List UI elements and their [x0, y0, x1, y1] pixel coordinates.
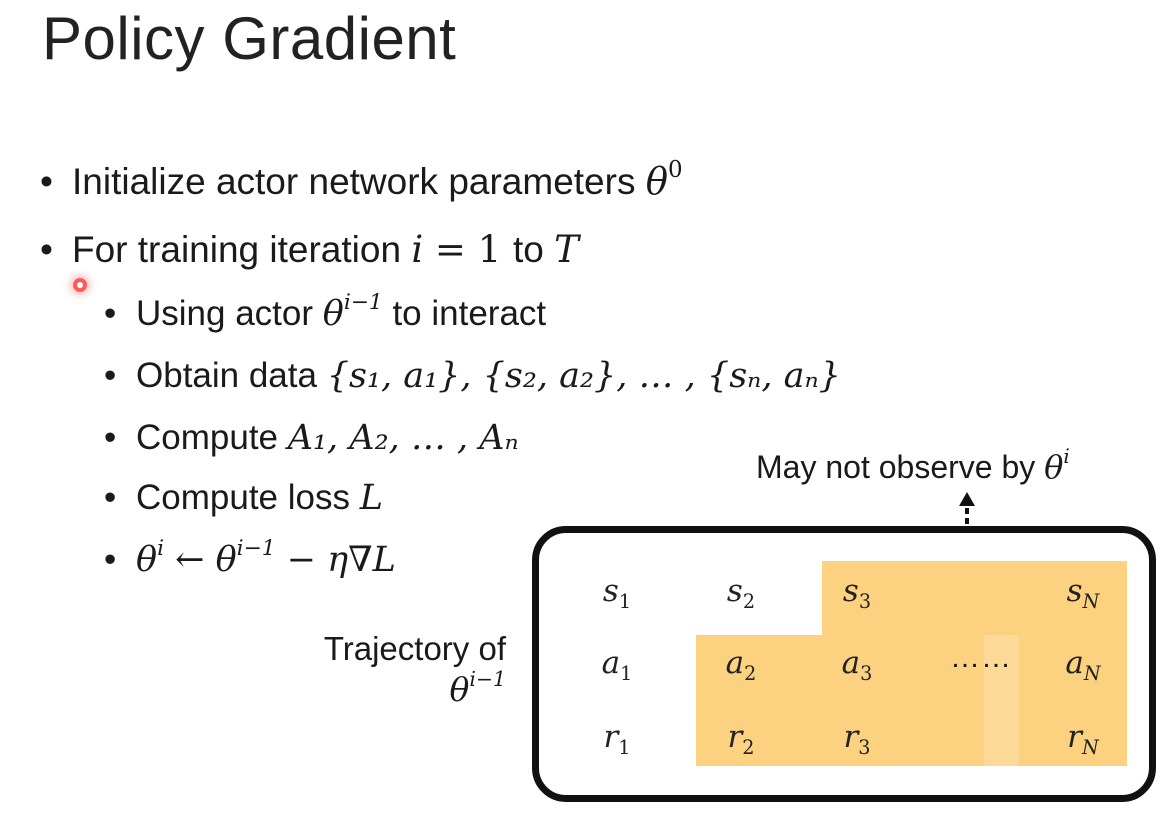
bullet-marker: • [104, 418, 117, 457]
iteration-variable: i [411, 228, 424, 271]
cell-variable: r [727, 719, 743, 755]
trajectory-cell-s3: s3 [802, 573, 912, 611]
slide-title: Policy Gradient [42, 5, 457, 72]
bullet-marker: • [104, 540, 117, 579]
loss-symbol: L [359, 478, 383, 518]
cell-subscript: N [1082, 735, 1099, 759]
shade-highlight [984, 635, 1019, 766]
sub-bullet-text: Obtain data [136, 356, 327, 395]
cell-subscript: 1 [618, 589, 632, 613]
sub-bullet-update-rule: •θi ← θi−1 − η∇L [104, 537, 396, 580]
cell-variable: s [1066, 573, 1083, 609]
theta-symbol: θ [449, 670, 470, 710]
iteration-equals: = 1 [423, 228, 513, 271]
cell-subscript: 2 [744, 661, 757, 685]
gradient-step: − η∇L [275, 540, 396, 580]
cell-variable: a [601, 645, 621, 681]
trajectory-cell-r3: r3 [802, 719, 912, 757]
note-text: May not observe by [756, 449, 1045, 485]
sub-bullet-compute-advantage: • Compute A₁, A₂, … , Aₙ [104, 418, 519, 458]
theta-superscript: i−1 [343, 289, 383, 315]
trajectory-cell-sn: sN [1028, 573, 1138, 611]
trajectory-ellipsis: …… [950, 641, 1012, 674]
cell-variable: r [843, 719, 859, 755]
cell-subscript: 3 [858, 589, 872, 613]
trajectory-label: Trajectory of θi−1 [270, 628, 506, 711]
cell-subscript: 1 [618, 735, 631, 759]
theta-symbol-prev: θ [215, 540, 237, 580]
theta-symbol: θ [645, 160, 669, 203]
trajectory-cell-s1: s1 [562, 573, 672, 611]
theta-superscript-prev: i−1 [236, 535, 276, 561]
trajectory-cell-s2: s2 [686, 573, 796, 611]
observation-note: May not observe by θi [756, 445, 1070, 486]
cell-subscript: N [1082, 589, 1100, 613]
theta-symbol: θ [136, 540, 158, 580]
sub-bullet-text-end: to interact [382, 294, 547, 333]
cell-subscript: 3 [860, 661, 873, 685]
cell-variable: s [842, 573, 859, 609]
sub-bullet-using-actor: • Using actor θi−1 to interact [104, 291, 547, 334]
theta-symbol: θ [1044, 448, 1064, 486]
theta-superscript: i [157, 535, 165, 561]
bullet-text: For training iteration [72, 229, 412, 270]
cell-variable: a [841, 645, 861, 681]
cell-subscript: 2 [742, 735, 755, 759]
bullet-marker: • [104, 356, 117, 395]
sub-bullet-compute-loss: • Compute loss L [104, 478, 383, 518]
sub-bullet-text: Compute [136, 418, 288, 457]
trajectory-cell-a1: a1 [562, 645, 672, 683]
cell-subscript: 3 [858, 735, 871, 759]
trajectory-cell-r2: r2 [686, 719, 796, 757]
laser-pointer-icon [73, 278, 87, 292]
trajectory-cell-a2: a2 [686, 645, 796, 683]
iteration-limit: T [554, 228, 579, 271]
cell-variable: r [1067, 719, 1082, 755]
bullet-initialize: • Initialize actor network parameters θ0 [40, 156, 683, 203]
cell-variable: s [726, 573, 743, 609]
sub-bullet-text: Using actor [136, 294, 323, 333]
theta-superscript: 0 [668, 156, 683, 183]
to-word: to [513, 229, 555, 270]
data-set-formula: {s₁, a₁}, {s₂, a₂}, … , {sₙ, aₙ} [326, 356, 841, 396]
bullet-training-iteration: • For training iteration i = 1 to T [40, 228, 579, 271]
assign-arrow: ← [164, 540, 216, 580]
cell-variable: r [603, 719, 619, 755]
sub-bullet-obtain-data: • Obtain data {s₁, a₁}, {s₂, a₂}, … , {sₙ… [104, 356, 841, 396]
unobserved-region-bottom [696, 635, 1127, 766]
cell-variable: a [725, 645, 745, 681]
cell-variable: s [602, 573, 619, 609]
bullet-marker: • [40, 161, 53, 202]
cell-subscript: 2 [742, 589, 756, 613]
trajectory-cell-rn: rN [1028, 719, 1138, 757]
trajectory-cell-r1: r1 [562, 719, 672, 757]
bullet-marker: • [104, 478, 117, 517]
bullet-text: Initialize actor network parameters [72, 161, 646, 202]
theta-superscript: i−1 [469, 666, 506, 691]
sub-bullet-text: Compute loss [136, 478, 360, 517]
theta-superscript: i [1063, 445, 1070, 469]
cell-subscript: 1 [620, 661, 633, 685]
theta-symbol: θ [322, 294, 344, 334]
cell-variable: a [1065, 645, 1084, 681]
trajectory-label-text: Trajectory of [323, 630, 506, 667]
trajectory-cell-a3: a3 [802, 645, 912, 683]
trajectory-cell-an: aN [1028, 645, 1138, 683]
unobserved-region-top [822, 561, 1127, 635]
bullet-marker: • [40, 229, 53, 270]
cell-subscript: N [1083, 661, 1101, 685]
advantage-formula: A₁, A₂, … , Aₙ [287, 418, 519, 458]
bullet-marker: • [104, 294, 117, 333]
